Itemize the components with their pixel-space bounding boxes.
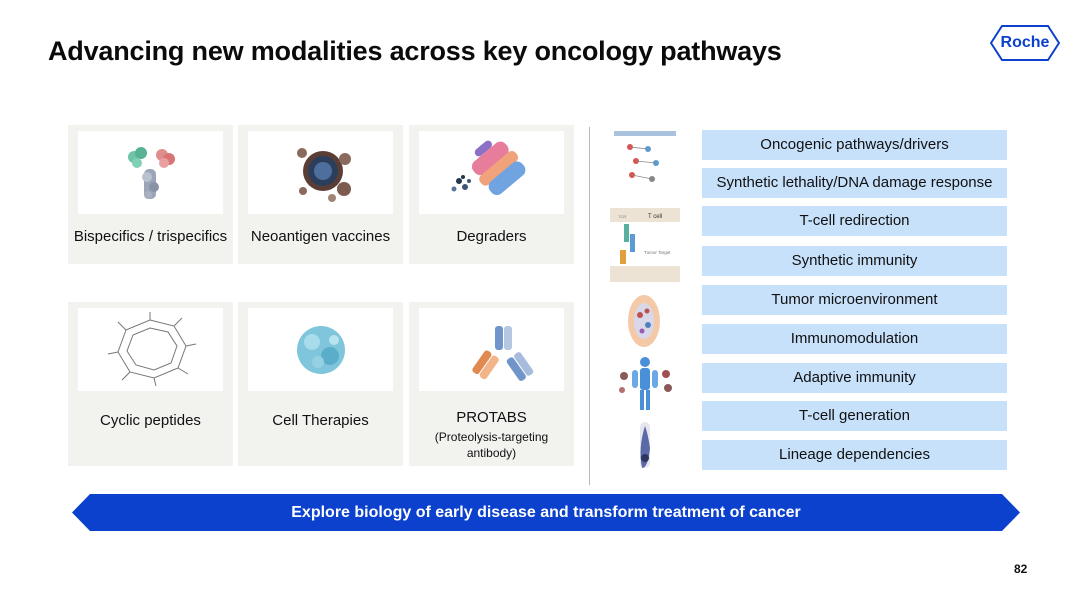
page-title: Advancing new modalities across key onco… [48, 36, 782, 66]
t-cell-label: T cell [648, 214, 662, 220]
adaptive-immunity-figure-icon [610, 354, 680, 414]
pathway-t-cell-redirection: T-cell redirection [702, 206, 1007, 236]
tumor-target-label: Tumor Target [644, 250, 671, 255]
double-arrow-banner-icon [72, 494, 1020, 531]
pathway-oncogenic-drivers: Oncogenic pathways/drivers [702, 130, 1007, 160]
hexagon-logo-icon [989, 25, 1061, 61]
modality-label: PROTABS [456, 409, 527, 426]
antibody-icon [78, 131, 223, 214]
modality-sublabel: (Proteolysis-targeting antibody) [434, 430, 549, 460]
modality-tile-cyclic-peptides: Cyclic peptides [68, 302, 233, 466]
lineage-dependencies-icon [610, 418, 680, 474]
cyclic-peptide-structure-icon [78, 308, 223, 391]
modality-tile-neoantigen-vaccines: Neoantigen vaccines [238, 125, 403, 264]
tcr-label: TCR [618, 214, 626, 219]
pathway-synthetic-immunity: Synthetic immunity [702, 246, 1007, 276]
oncogenic-pathway-diagram-icon [610, 127, 680, 189]
banner-text: Explore biology of early disease and tra… [291, 504, 801, 521]
protab-antibody-icon [419, 308, 564, 391]
pathway-tumor-microenvironment: Tumor microenvironment [702, 285, 1007, 315]
modality-label: Bispecifics / trispecifics [73, 228, 228, 245]
page-number: 82 [1014, 562, 1028, 576]
bottom-banner: Explore biology of early disease and tra… [72, 494, 1020, 531]
roche-logo: Roche [989, 24, 1061, 62]
modality-tile-cell-therapies: Cell Therapies [238, 302, 403, 466]
modality-label: Cyclic peptides [100, 412, 201, 429]
logo-wordmark: Roche [1000, 34, 1050, 51]
modality-label: Degraders [456, 228, 527, 245]
modality-label: Neoantigen vaccines [250, 228, 391, 245]
degrader-molecule-icon [419, 131, 564, 214]
modality-label: Cell Therapies [272, 412, 369, 429]
vaccine-particle-icon [248, 131, 393, 214]
modality-tile-bispecifics: Bispecifics / trispecifics [68, 125, 233, 264]
vertical-divider [589, 127, 590, 485]
pathway-synthetic-lethality: Synthetic lethality/DNA damage response [702, 168, 1007, 198]
tumor-microenvironment-icon [610, 291, 680, 351]
pathway-adaptive-immunity: Adaptive immunity [702, 363, 1007, 393]
cell-icon [248, 308, 393, 391]
modality-tile-protabs: PROTABS (Proteolysis-targeting antibody) [409, 302, 574, 466]
pathway-immunomodulation: Immunomodulation [702, 324, 1007, 354]
modality-tile-degraders: Degraders [409, 125, 574, 264]
pathway-lineage-dependencies: Lineage dependencies [702, 440, 1007, 470]
t-cell-redirection-diagram-icon: T cell TCR Tumor Target [610, 208, 680, 282]
pathway-t-cell-generation: T-cell generation [702, 401, 1007, 431]
